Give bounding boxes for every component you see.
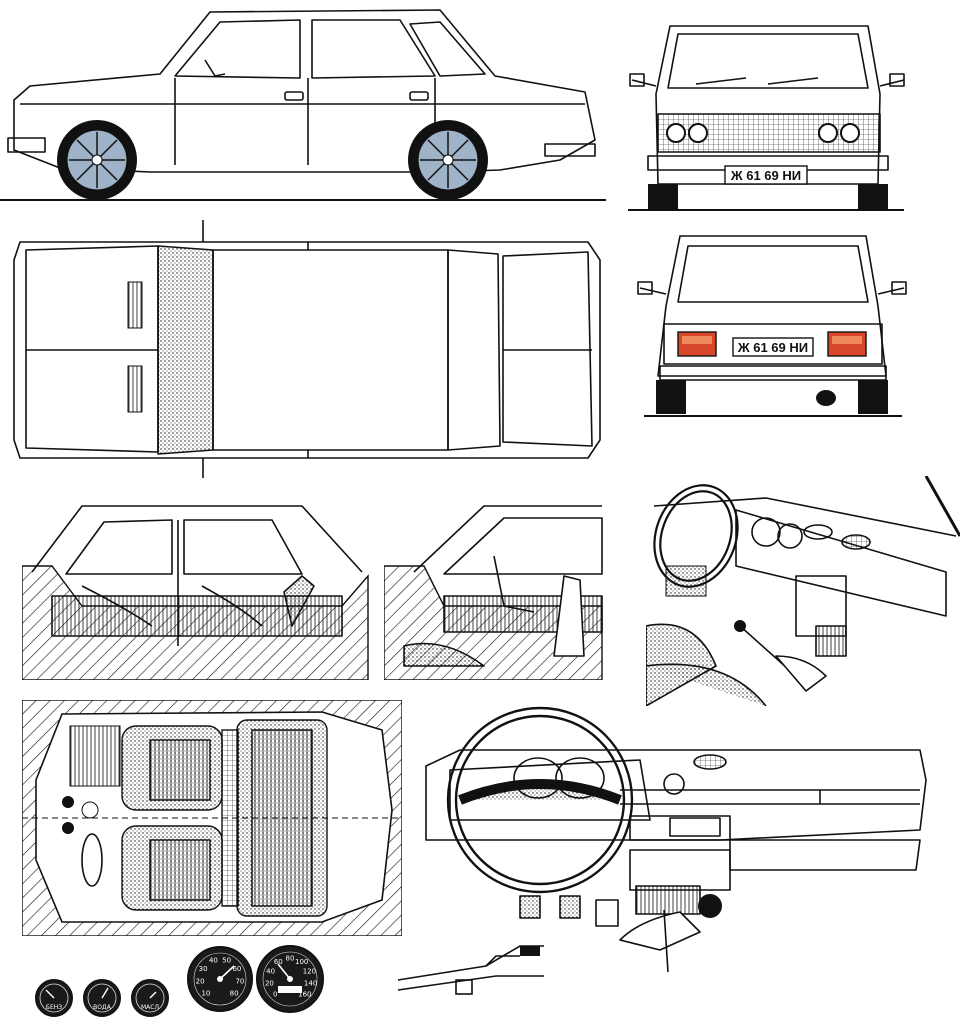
fuel-gauge: БЕНЗ <box>35 979 73 1017</box>
rear-plate-text: Ж 61 69 НИ <box>737 340 808 355</box>
tachometer-number: 50 <box>222 957 231 965</box>
tachometer-number: 10 <box>201 990 210 998</box>
speedometer-number: 60 <box>274 958 283 966</box>
steering-wheel-front <box>446 706 634 894</box>
oil-gauge-label: МАСЛ <box>141 1004 159 1011</box>
water-gauge: ВОДА <box>83 979 121 1017</box>
front-view: Ж 61 69 НИ <box>628 14 908 214</box>
speedometer-number: 80 <box>286 955 295 963</box>
side-front-wheel <box>57 120 137 200</box>
speedometer-number: 160 <box>298 990 311 998</box>
side-rear-wheel <box>408 120 488 200</box>
odometer <box>278 986 302 993</box>
side-view <box>0 0 610 205</box>
speedometer-number: 140 <box>304 980 317 988</box>
side-cutaway-view <box>22 496 372 680</box>
front-license-plate <box>724 165 808 185</box>
speedometer-number: 120 <box>303 968 316 976</box>
dashboard-front-view <box>420 700 940 980</box>
speedometer-number: 20 <box>265 980 274 988</box>
water-gauge-label: ВОДА <box>93 1004 112 1011</box>
tachometer-number: 70 <box>235 978 244 986</box>
rear-license-plate <box>732 337 814 357</box>
speedometer-number: 40 <box>266 968 275 976</box>
front-plate-text: Ж 61 69 НИ <box>730 168 801 183</box>
front-cutaway-view <box>384 496 606 680</box>
roof-detail-view <box>396 936 548 1000</box>
oil-gauge: МАСЛ <box>131 979 169 1017</box>
tachometer-number: 60 <box>232 965 241 973</box>
speedometer-number: 0 <box>273 990 277 998</box>
tachometer-number: 30 <box>199 965 208 973</box>
tachometer-number: 20 <box>196 978 205 986</box>
tachometer-number: 40 <box>209 957 218 965</box>
speedometer-number: 100 <box>295 958 308 966</box>
rear-view: Ж 61 69 НИ <box>636 226 908 422</box>
tachometer-number: 80 <box>230 990 239 998</box>
top-view <box>8 220 608 480</box>
interior-plan-view <box>22 700 402 936</box>
gauge-cluster-small: БЕНЗ ВОДА МАСЛ <box>34 976 176 1020</box>
fuel-gauge-label: БЕНЗ <box>46 1004 62 1011</box>
dashboard-perspective-view <box>646 476 960 706</box>
